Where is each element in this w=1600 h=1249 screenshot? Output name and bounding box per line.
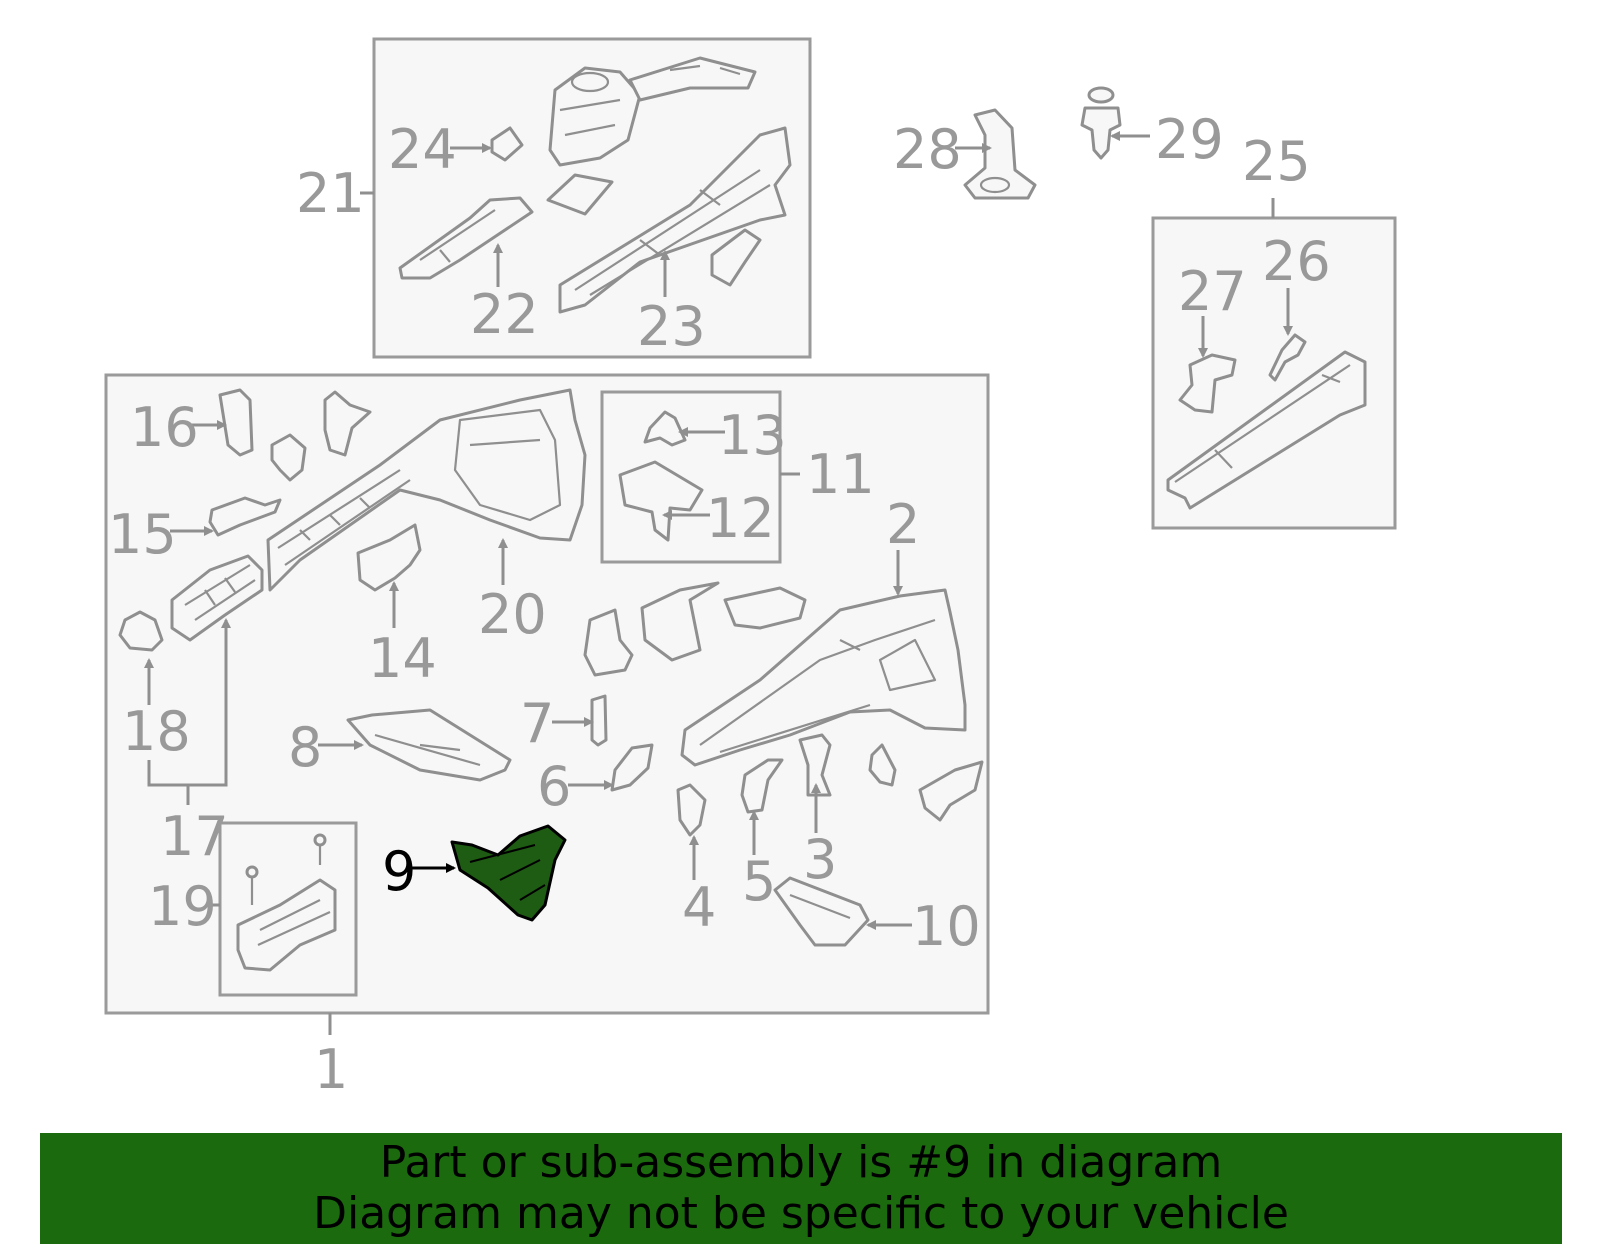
callout-15: 15 xyxy=(108,503,177,566)
callout-18: 18 xyxy=(122,700,191,763)
part-24 xyxy=(490,126,524,162)
callout-19: 19 xyxy=(148,875,217,938)
small-bracket-a xyxy=(270,433,307,482)
part-20 xyxy=(266,388,587,592)
part-17-crush-can xyxy=(170,554,264,642)
callout-5: 5 xyxy=(742,850,776,913)
callout-1: 1 xyxy=(314,1038,348,1101)
part-23 xyxy=(558,126,792,314)
callout-13: 13 xyxy=(718,404,787,467)
part-16 xyxy=(218,388,254,457)
part-29 xyxy=(1080,86,1122,160)
part-19 xyxy=(236,833,337,972)
callout-26: 26 xyxy=(1262,230,1331,293)
strut-tower-part xyxy=(548,56,757,167)
callout-28: 28 xyxy=(893,118,962,181)
callout-16: 16 xyxy=(130,396,199,459)
part-9-highlighted xyxy=(450,824,567,922)
callout-21: 21 xyxy=(296,162,365,225)
part-2 xyxy=(680,588,967,767)
part-3 xyxy=(798,733,832,797)
bracket-right-a xyxy=(868,743,897,787)
callout-4: 4 xyxy=(682,876,716,939)
part-25-rail xyxy=(1166,350,1367,510)
callout-20: 20 xyxy=(478,583,547,646)
callout-12: 12 xyxy=(706,487,775,550)
callout-27: 27 xyxy=(1178,260,1247,323)
part-10 xyxy=(773,876,870,947)
part-28 xyxy=(963,108,1037,200)
callout-29: 29 xyxy=(1155,108,1224,171)
banner-line-2: Diagram may not be specific to your vehi… xyxy=(313,1188,1289,1239)
callout-24: 24 xyxy=(388,118,457,181)
bracket-mid-b xyxy=(640,581,720,662)
callout-2: 2 xyxy=(886,493,920,556)
banner-line-1: Part or sub-assembly is #9 in diagram xyxy=(379,1137,1223,1188)
callout-6: 6 xyxy=(537,755,571,818)
part-26 xyxy=(1268,333,1307,382)
callout-25: 25 xyxy=(1242,130,1311,193)
part-14 xyxy=(356,523,422,592)
callout-9: 9 xyxy=(382,840,416,903)
part-6 xyxy=(610,743,654,792)
part-5 xyxy=(740,758,784,814)
part-18 xyxy=(118,610,164,652)
callout-7: 7 xyxy=(520,692,554,755)
callout-8: 8 xyxy=(288,716,322,779)
part-8 xyxy=(346,708,512,782)
callout-11: 11 xyxy=(806,443,875,506)
info-banner: Part or sub-assembly is #9 in diagram Di… xyxy=(40,1133,1562,1244)
callout-14: 14 xyxy=(368,627,437,690)
part-27 xyxy=(1178,353,1237,414)
bracket-right-b xyxy=(918,760,984,822)
part-22 xyxy=(398,173,614,280)
parts-diagram: 21 24 22 23 28 29 25 26 xyxy=(104,37,1397,1101)
callout-3: 3 xyxy=(803,828,837,891)
callout-10: 10 xyxy=(912,895,981,958)
callout-22: 22 xyxy=(470,283,539,346)
callout-23: 23 xyxy=(637,295,706,358)
bracket-mid-a xyxy=(583,608,634,677)
small-bracket-b xyxy=(323,390,372,457)
callout-17: 17 xyxy=(160,805,229,868)
part-7 xyxy=(590,694,608,747)
part-4 xyxy=(676,783,707,837)
part-12 xyxy=(618,460,704,542)
part-13 xyxy=(643,410,687,447)
bracket-mid-c xyxy=(723,586,807,630)
